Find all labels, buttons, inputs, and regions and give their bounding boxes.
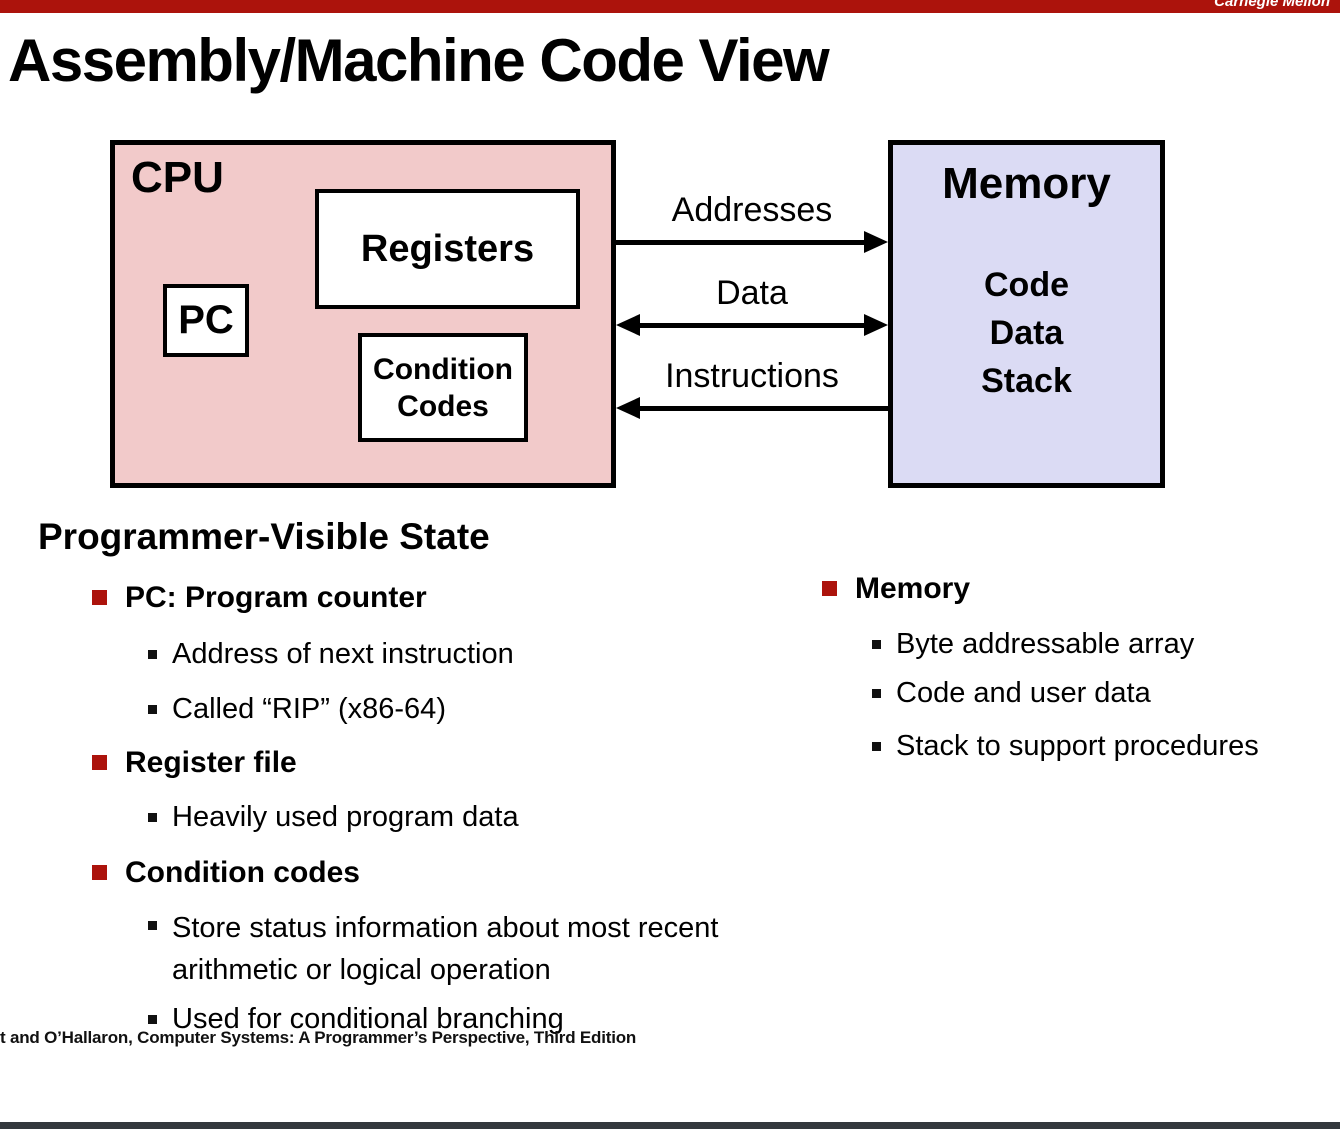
bullet-square-icon [92,590,107,605]
list-item-condition-codes: Condition codes [92,855,360,891]
bullet-square-icon [872,640,881,649]
arrowhead-right-icon [864,231,888,253]
arrowhead-right-icon [864,314,888,336]
condition-codes-label: Condition Codes [373,352,513,423]
arrowhead-left-icon [616,397,640,419]
brand-text: Carnegie Mellon [1214,0,1330,10]
list-item-pc-program-counter: PC: Program counter [92,580,427,616]
list-item-called-rip: Called “RIP” (x86-64) [148,691,446,727]
bullet-square-icon [148,921,157,930]
instructions-bus-label: Instructions [665,357,839,395]
list-item-address-next-instruction: Address of next instruction [148,636,514,672]
cpu-box: CPU Registers PC Condition Codes [110,140,616,488]
bullet-square-icon [148,705,157,714]
list-item-store-status-info: Store status information about most rece… [148,907,732,991]
attribution-text: t and O’Hallaron, Computer Systems: A Pr… [0,1028,637,1047]
memory-label: Memory [942,159,1111,208]
list-item-stack-procedures: Stack to support procedures [872,728,1259,764]
pc-label: PC [178,298,234,342]
data-bus-label: Data [716,274,788,312]
list-item-register-file: Register file [92,745,297,781]
list-item-byte-addressable: Byte addressable array [872,626,1194,662]
registers-label: Registers [360,227,535,270]
addresses-bus-label: Addresses [671,191,833,229]
bullet-square-icon [148,1015,157,1024]
pc-box: PC [163,284,249,357]
header-bar: Carnegie Mellon [0,0,1340,13]
bullet-square-icon [92,865,107,880]
page-title: Assembly/Machine Code View [8,27,830,94]
bullet-square-icon [822,581,837,596]
arrow-shaft [616,239,864,245]
bullet-square-icon [872,742,881,751]
list-item-conditional-branching: Used for conditional branching [148,1001,564,1037]
list-item-heavily-used-data: Heavily used program data [148,799,519,835]
section-heading: Programmer-Visible State [38,516,490,557]
arrowhead-left-icon [616,314,640,336]
bullet-square-icon [148,813,157,822]
list-item-memory: Memory [822,571,970,607]
memory-contents: Code Data Stack [893,261,1160,405]
instructions-arrow [616,397,888,419]
addresses-arrow [616,231,888,253]
bullet-square-icon [872,689,881,698]
list-item-code-user-data: Code and user data [872,675,1151,711]
arrow-shaft [640,322,864,328]
condition-codes-box: Condition Codes [358,333,528,442]
arrow-shaft [640,405,888,411]
memory-content-data: Data [989,314,1064,352]
data-arrow [616,314,888,336]
registers-box: Registers [315,189,580,309]
memory-box: Memory Code Data Stack [888,140,1165,488]
memory-content-stack: Stack [981,362,1072,400]
bullet-square-icon [92,755,107,770]
bottom-bar [0,1122,1340,1129]
bullet-square-icon [148,650,157,659]
memory-content-code: Code [984,266,1069,304]
cpu-label: CPU [131,153,224,202]
